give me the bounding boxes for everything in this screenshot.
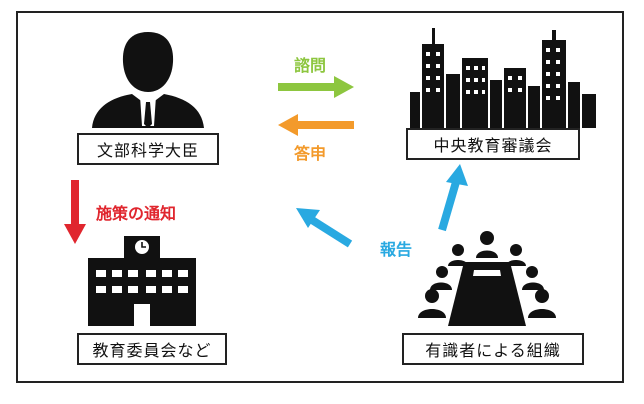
inquiry-label: 諮問 — [294, 56, 327, 75]
meeting-table-icon — [418, 231, 556, 326]
experts-label: 有識者による組織 — [402, 333, 584, 365]
board-label: 教育委員会など — [77, 333, 227, 365]
council-label: 中央教育審議会 — [406, 128, 580, 160]
report-label: 報告 — [380, 240, 413, 259]
city-buildings-icon — [410, 28, 596, 128]
inquiry-arrow — [278, 76, 354, 98]
reply-arrow — [278, 114, 354, 136]
notice-arrow — [64, 180, 86, 244]
school-building-icon — [88, 236, 196, 326]
reply-label: 答申 — [294, 144, 327, 163]
minister-label: 文部科学大臣 — [77, 133, 219, 165]
notice-label: 施策の通知 — [96, 204, 177, 223]
minister-icon — [92, 32, 204, 128]
